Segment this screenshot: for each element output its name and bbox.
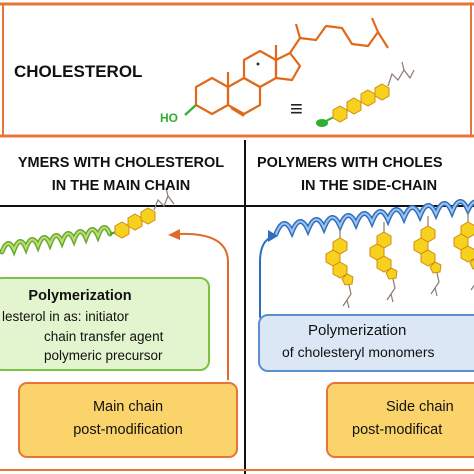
right-poly-title: Polymerization: [308, 322, 407, 339]
pendant-cholesterol-4: [453, 211, 474, 293]
right-feedback-arrow: [259, 235, 277, 318]
right-polymerization-box: [258, 314, 474, 372]
equivalence-symbol: ≡: [290, 96, 303, 121]
main-chain-helix: [0, 225, 113, 257]
main-chain-cholesterol: [109, 187, 175, 239]
left-poly-title: Polymerization: [28, 288, 132, 304]
ho-label: HO: [160, 111, 178, 125]
side-chain-helix: [273, 199, 474, 239]
left-poly-line1: lesterol in as: initiator: [2, 309, 129, 324]
cholesterol-title: CHOLESTEROL: [14, 62, 143, 81]
left-poly-line2: chain transfer agent: [44, 329, 164, 344]
right-heading-line1: POLYMERS WITH CHOLES: [257, 155, 443, 171]
right-post-line2: post-modificat: [352, 422, 443, 438]
right-arrowhead: [268, 230, 278, 242]
right-post-line1: Side chain: [386, 399, 454, 415]
pendant-cholesterol-2: [369, 221, 398, 303]
left-post-line1: Main chain: [92, 399, 164, 415]
h-dot: [256, 62, 260, 66]
pendant-cholesterol-3: [413, 215, 442, 297]
left-heading-line2: IN THE MAIN CHAIN: [51, 178, 191, 194]
left-post-line2: post-modification: [73, 422, 183, 438]
left-arrowhead: [168, 229, 180, 240]
right-heading-line2: IN THE SIDE-CHAIN: [301, 178, 438, 194]
left-polymerization-box: [0, 277, 210, 371]
left-heading-line1: YMERS WITH CHOLESTEROL: [17, 155, 225, 171]
left-poly-line3: polymeric precursor: [44, 348, 163, 363]
left-post-modification-box: [18, 382, 238, 458]
left-feedback-arrow: [177, 232, 229, 380]
pendant-cholesterol-1: [325, 227, 354, 309]
cholesterol-structure: [184, 17, 389, 117]
simplified-cholesterol-icon: [316, 61, 415, 127]
right-poly-line1: of cholesteryl monomers: [282, 344, 435, 360]
right-post-modification-box: [326, 382, 474, 458]
